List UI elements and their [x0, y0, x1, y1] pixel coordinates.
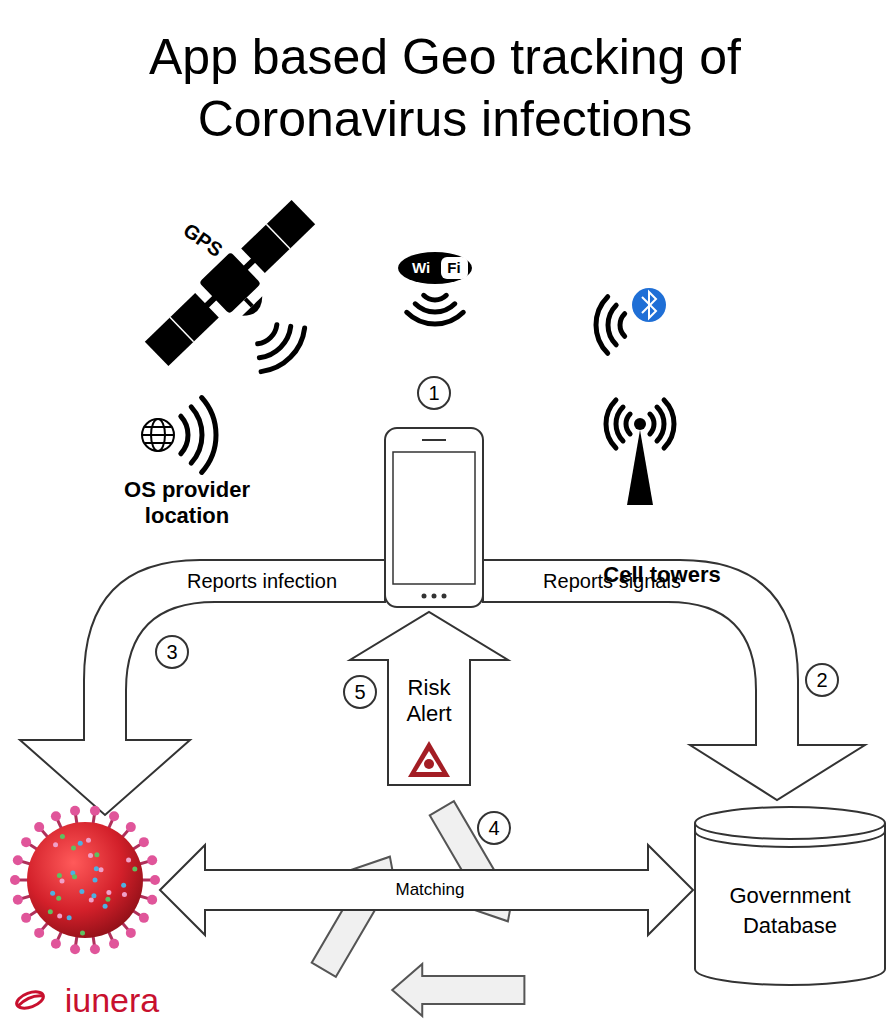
- arrow-label: Reports infection: [187, 569, 337, 593]
- report-arrow: [20, 560, 385, 815]
- signal-waves: [181, 295, 674, 472]
- database-cylinder: Government Database: [693, 805, 887, 987]
- diagram-title: App based Geo tracking of Coronavirus in…: [80, 26, 810, 150]
- logo-text: iunera: [65, 980, 160, 1021]
- icon-label: GPS: [179, 218, 227, 262]
- signal-wave: [424, 295, 447, 300]
- callout-number: 1: [417, 376, 451, 410]
- arrow-label: Reports signals: [543, 569, 681, 593]
- logo-text: Wi: [412, 259, 430, 277]
- signal-wave: [626, 414, 630, 434]
- logo-text: Fi: [447, 259, 460, 277]
- smartphone: [385, 428, 483, 607]
- signal-wave: [181, 416, 188, 453]
- signal-wave: [606, 400, 616, 448]
- signal-wave: [620, 314, 625, 337]
- signal-wave: [657, 407, 664, 441]
- arrow-label: Risk Alert: [394, 675, 464, 728]
- signal-wave: [191, 407, 202, 463]
- signal-wave: [608, 305, 616, 345]
- signal-wave: [616, 407, 623, 441]
- recycle-arrow: [392, 964, 524, 1016]
- double-arrow: [160, 845, 693, 935]
- callout-number: 5: [343, 675, 377, 709]
- signal-wave: [596, 297, 608, 354]
- icon-label: OS provider location: [102, 477, 272, 530]
- signal-wave: [259, 326, 290, 357]
- bluetooth-icon: [632, 288, 666, 322]
- callout-number: 3: [155, 635, 189, 669]
- virus-image: [10, 806, 160, 955]
- globe-icon: [142, 419, 174, 451]
- signal-wave: [664, 400, 674, 448]
- node-text: Government Database: [707, 881, 873, 940]
- signal-wave: [261, 328, 305, 372]
- signal-wave: [415, 304, 455, 312]
- wifi-logo: [398, 252, 472, 284]
- callout-number: 2: [805, 663, 839, 697]
- report-arrow: [483, 560, 865, 800]
- signal-wave: [650, 414, 654, 434]
- warning-sign: [408, 741, 450, 777]
- signal-wave: [407, 312, 464, 324]
- logo-mark: [14, 989, 45, 1012]
- node-text: Matching: [396, 879, 465, 902]
- gps-satellite: [141, 196, 330, 382]
- callout-number: 4: [477, 811, 511, 845]
- process-label: Matching: [393, 879, 468, 902]
- signal-wave: [258, 325, 277, 344]
- signal-wave: [202, 398, 216, 473]
